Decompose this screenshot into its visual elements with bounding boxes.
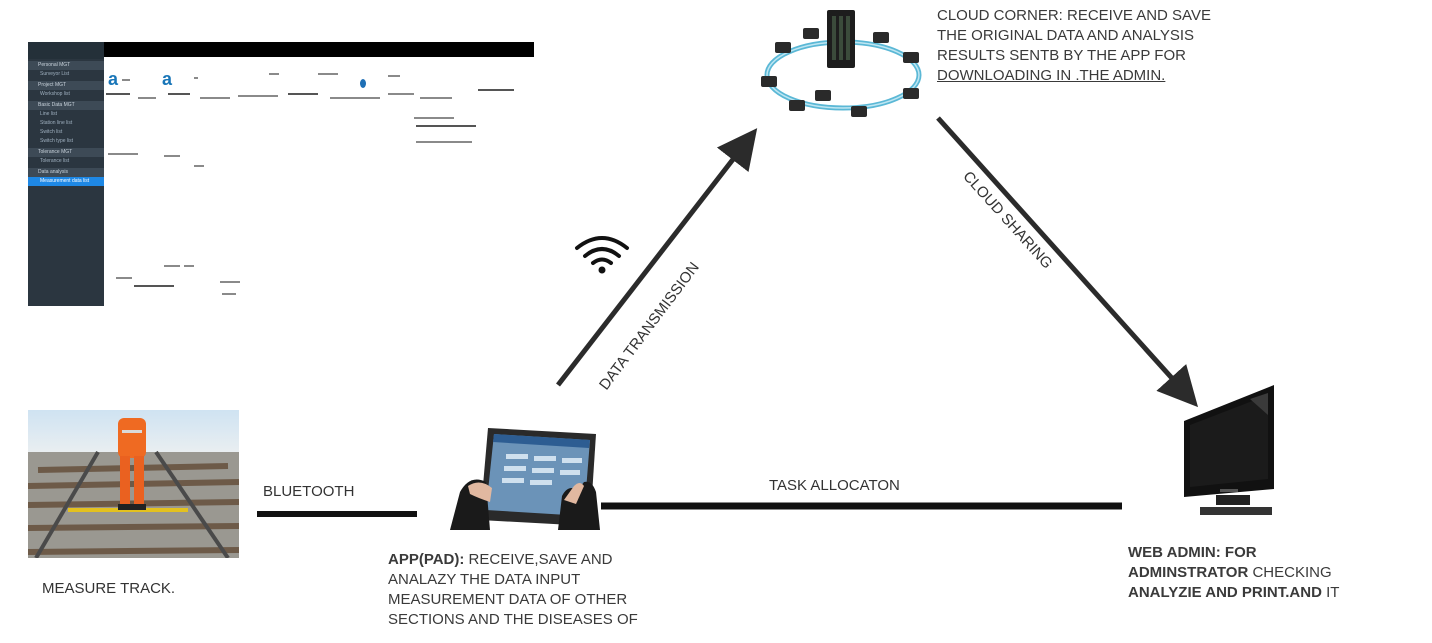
wifi-icon: [575, 236, 629, 274]
menu-item-line-list: Line list: [40, 111, 57, 117]
cloud-caption-line: DOWNLOADING IN .THE ADMIN.: [937, 67, 1166, 84]
measure-track-label: MEASURE TRACK.: [42, 580, 176, 597]
task-allocation-label: TASK ALLOCATON: [769, 477, 900, 494]
cloud-sharing-arrow: [936, 116, 1199, 408]
menu-group-project: Project MGT: [28, 81, 104, 90]
scribble: [164, 155, 180, 157]
app-caption-line: SECTIONS AND THE DISEASES OF: [388, 611, 638, 628]
web-caption-text: CHECKING: [1248, 564, 1332, 581]
menu-item-switch-list: Switch list: [40, 129, 63, 135]
data-transmission-arrow: [556, 128, 758, 387]
web-caption-line: ADMINSTRATOR CHECKING: [1128, 563, 1418, 583]
logo-letter: a: [108, 69, 119, 89]
admin-screenshot: Personal MGT Surveyor List Project MGT W…: [28, 42, 534, 306]
web-caption-text: FOR: [1220, 544, 1257, 561]
scribble: [220, 281, 240, 283]
app-caption-line: APP(PAD): RECEIVE,SAVE AND: [388, 550, 733, 570]
scribble: [318, 73, 338, 75]
web-caption-line: WEB ADMIN: FOR: [1128, 543, 1418, 563]
web-caption-bold: ANALYZIE AND PRINT.AND: [1128, 584, 1322, 601]
menu-group-tolerance: Tolerance MGT: [28, 148, 104, 157]
scribble: [330, 97, 380, 99]
scribble: [116, 277, 132, 279]
bluetooth-label: BLUETOOTH: [263, 483, 355, 500]
track-measurement-photo: [28, 410, 239, 558]
tablet-app-photo: [450, 428, 600, 530]
menu-item-measurement-data-list: Measurement data list: [28, 177, 104, 186]
admin-content-area: a a: [104, 57, 534, 306]
cloud-caption: CLOUD CORNER: RECEIVE AND SAVE THE ORIGI…: [937, 6, 1297, 86]
logo-letter: a: [162, 69, 173, 89]
scribble: [416, 125, 476, 127]
scribble: [388, 93, 414, 95]
menu-item-station-line-list: Station line list: [40, 120, 73, 126]
web-caption-line: ANALYZIE AND PRINT.AND IT: [1128, 583, 1418, 603]
scribble: [194, 77, 198, 79]
app-caption-text: RECEIVE,SAVE AND: [464, 551, 613, 568]
status-dot: [360, 79, 366, 88]
scribble: [168, 93, 190, 95]
cloud-caption-line: CLOUD CORNER: RECEIVE AND SAVE: [937, 7, 1211, 24]
scribble: [106, 93, 130, 95]
app-caption-title: APP(PAD):: [388, 551, 465, 568]
menu-item-tolerance-list: Tolerance list: [40, 158, 70, 164]
cloud-server-icon: [761, 10, 922, 117]
admin-sidebar: Personal MGT Surveyor List Project MGT W…: [28, 42, 104, 306]
menu-item-switch-type-list: Switch type list: [40, 138, 74, 144]
menu-group-personal: Personal MGT: [28, 61, 104, 70]
menu-item-surveyor-list: Surveyor List: [40, 71, 70, 77]
scribble: [222, 293, 236, 295]
web-caption-title: WEB ADMIN:: [1128, 544, 1221, 561]
app-caption: APP(PAD): RECEIVE,SAVE AND ANALAZY THE D…: [388, 550, 733, 630]
app-caption-line: ANALAZY THE DATA INPUT: [388, 571, 581, 588]
web-admin-caption: WEB ADMIN: FOR ADMINSTRATOR CHECKING ANA…: [1128, 543, 1418, 603]
scribble: [388, 75, 400, 77]
admin-topbar: [104, 42, 534, 57]
scribble: [138, 97, 156, 99]
menu-group-basic-data: Basic Data MGT: [28, 101, 104, 110]
scribble: [414, 117, 454, 119]
scribble: [108, 153, 138, 155]
scribble: [288, 93, 318, 95]
web-caption-text: IT: [1321, 584, 1340, 601]
computer-monitor-photo: [1184, 385, 1274, 515]
scribble: [122, 79, 130, 81]
scribble: [478, 89, 514, 91]
menu-item-workshop-list: Workshop list: [40, 91, 70, 97]
cloud-caption-line: THE ORIGINAL DATA AND ANALYSIS: [937, 27, 1195, 44]
cloud-caption-line: RESULTS SENTB BY THE APP FOR: [937, 47, 1186, 64]
scribble: [194, 165, 204, 167]
scribble: [416, 141, 472, 143]
scribble: [238, 95, 278, 97]
menu-group-data-analysis: Data analysis: [28, 168, 104, 177]
scribble: [164, 265, 180, 267]
web-caption-bold: ADMINSTRATOR: [1128, 564, 1249, 581]
scribble: [134, 285, 174, 287]
app-caption-line: MEASUREMENT DATA OF OTHER: [388, 591, 628, 608]
scribble: [200, 97, 230, 99]
scribble: [269, 73, 279, 75]
scribble: [420, 97, 452, 99]
sidebar-header: [28, 42, 104, 59]
scribble: [184, 265, 194, 267]
